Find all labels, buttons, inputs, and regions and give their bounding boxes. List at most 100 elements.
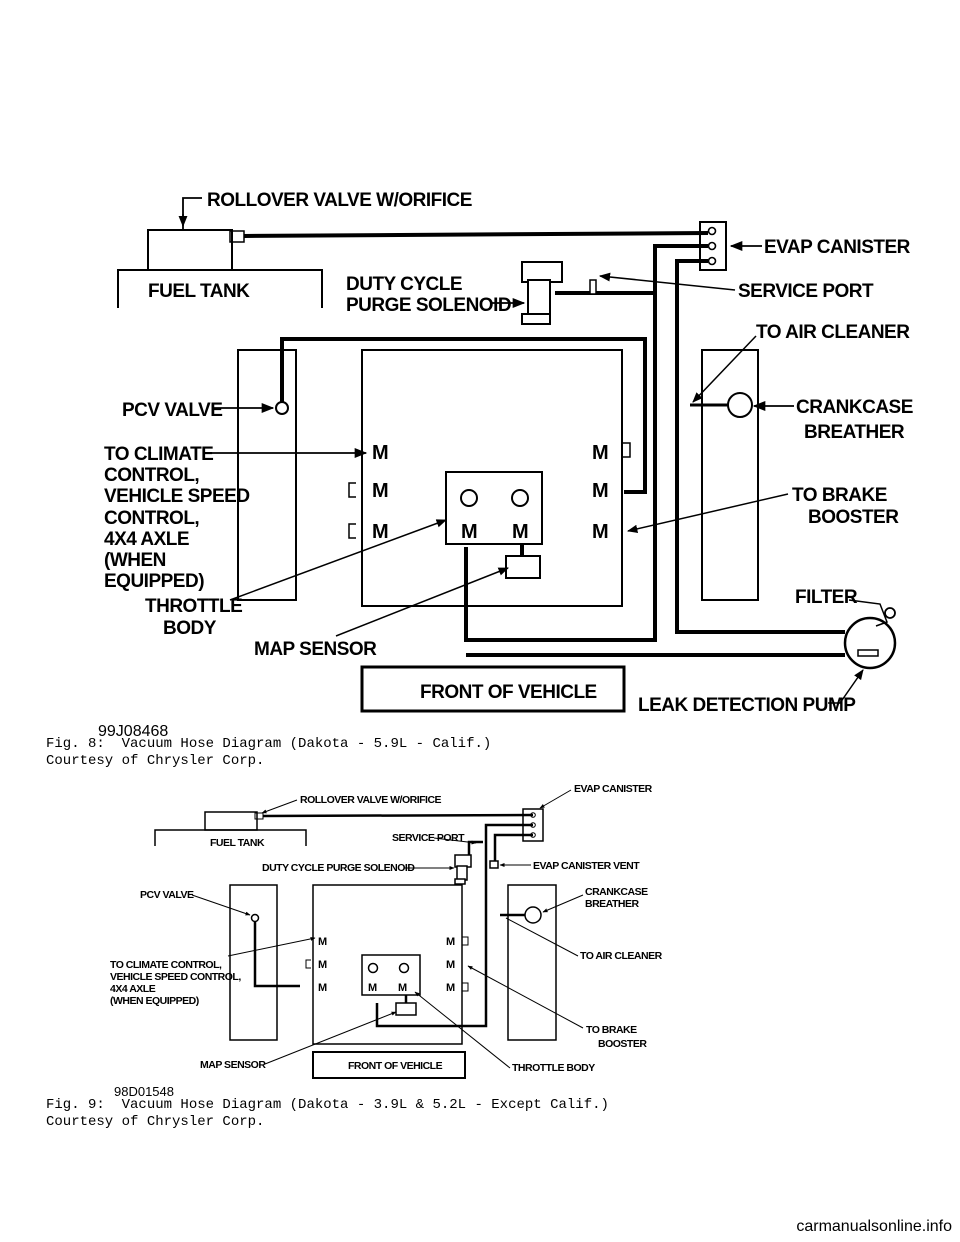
throttle-body [361, 954, 421, 996]
throttle-bore [460, 489, 478, 507]
climate-label-3: VEHICLE SPEED [104, 486, 250, 507]
port-caps [305, 936, 469, 992]
crankcase-label-1: CRANKCASE [585, 886, 648, 898]
map-sensor-label: MAP SENSOR [200, 1059, 266, 1071]
figure-9-diagram: FUEL TANK ROLLOVER VALVE W/ORIFICE EVAP … [110, 783, 663, 1099]
manifold-ports: M M M M M M [318, 936, 455, 994]
port-m: M [512, 521, 529, 543]
filter-label: FILTER [795, 587, 858, 608]
service-port-label: SERVICE PORT [392, 832, 465, 844]
port-m: M [446, 982, 455, 994]
brake-booster-label-2: BOOSTER [598, 1038, 647, 1050]
evap-canister-label: EVAP CANISTER [574, 783, 653, 795]
port-m: M [398, 982, 407, 994]
port-m: M [592, 521, 609, 543]
throttle-body [445, 471, 543, 545]
port-m: M [372, 442, 389, 464]
port-m: M [318, 959, 327, 971]
right-valve-cover [507, 884, 557, 1041]
front-of-vehicle-label: FRONT OF VEHICLE [348, 1060, 443, 1072]
purge-solenoid-label: PURGE SOLENOID [346, 295, 511, 316]
caption-line: Fig. 8: Vacuum Hose Diagram (Dakota - 5.… [46, 736, 492, 752]
fuel-tank-label: FUEL TANK [210, 837, 265, 849]
port-m: M [318, 982, 327, 994]
left-valve-cover [229, 884, 278, 1041]
brake-booster-label-1: TO BRAKE [792, 485, 887, 506]
duty-cycle-label: DUTY CYCLE PURGE SOLENOID [262, 862, 415, 874]
map-sensor-label: MAP SENSOR [254, 639, 377, 660]
pcv-valve-label: PCV VALVE [140, 889, 194, 901]
port-m: M [446, 959, 455, 971]
port-m: M [368, 982, 377, 994]
intake-manifold [361, 349, 623, 607]
map-sensor [395, 1002, 417, 1016]
brake-booster-label-1: TO BRAKE [586, 1024, 637, 1036]
climate-label-2: VEHICLE SPEED CONTROL, [110, 971, 241, 983]
port-caps [348, 442, 631, 539]
climate-label-3: 4X4 AXLE [110, 983, 156, 995]
throttle-bore [367, 962, 379, 974]
map-sensor [505, 555, 541, 579]
figure-8-caption: Fig. 8: Vacuum Hose Diagram (Dakota - 5.… [46, 736, 491, 770]
front-of-vehicle-box [312, 1051, 466, 1079]
crankcase-label-2: BREATHER [585, 898, 639, 910]
port-m: M [592, 442, 609, 464]
pcv-valve-label: PCV VALVE [122, 400, 222, 421]
watermark: carmanualsonline.info [796, 1218, 952, 1235]
climate-label-2: CONTROL, [104, 465, 199, 486]
fuel-tank [154, 811, 307, 846]
caption-line: Courtesy of Chrysler Corp. [46, 753, 265, 769]
evap-canister-label: EVAP CANISTER [764, 237, 911, 258]
climate-label-5: 4X4 AXLE [104, 529, 189, 550]
air-cleaner-label: TO AIR CLEANER [756, 322, 910, 343]
figure-code: 98D01548 [114, 1084, 174, 1099]
throttle-body-label: THROTTLE BODY [512, 1062, 595, 1074]
evap-vent-label: EVAP CANISTER VENT [533, 860, 640, 872]
figure-8-diagram: FUEL TANK ROLLOVER VALVE W/ORIFICE EVAP … [98, 190, 913, 740]
throttle-bore [398, 962, 410, 974]
climate-label-4: (WHEN EQUIPPED) [110, 995, 199, 1007]
rollover-valve-leader [182, 197, 202, 230]
leak-pump-label: LEAK DETECTION PUMP [638, 695, 856, 716]
crankcase-label-1: CRANKCASE [796, 397, 913, 418]
crankcase-label-2: BREATHER [804, 422, 905, 443]
throttle-label-1: THROTTLE [145, 596, 242, 617]
fuel-tank [117, 229, 323, 308]
intake-manifold [312, 884, 463, 1045]
port-m: M [592, 480, 609, 502]
service-port-label: SERVICE PORT [738, 281, 874, 302]
purge-solenoid [454, 854, 499, 885]
front-of-vehicle-box [360, 665, 626, 713]
front-of-vehicle-label: FRONT OF VEHICLE [420, 682, 597, 703]
climate-label-1: TO CLIMATE [104, 444, 213, 465]
port-m: M [461, 521, 478, 543]
throttle-bore [511, 489, 529, 507]
leak-detection-pump [843, 616, 897, 670]
fig8-hoses [243, 231, 845, 657]
fuel-tank-label: FUEL TANK [148, 281, 250, 302]
climate-label-1: TO CLIMATE CONTROL, [110, 959, 222, 971]
duty-cycle-label: DUTY CYCLE [346, 274, 462, 295]
pcv-valve [275, 401, 289, 415]
filter [884, 607, 896, 619]
purge-solenoid [521, 261, 597, 325]
left-valve-cover [237, 349, 297, 601]
rollover-valve-label: ROLLOVER VALVE W/ORIFICE [300, 794, 442, 806]
manifold-ports: M M M M M M [372, 442, 609, 543]
port-m: M [318, 936, 327, 948]
port-m: M [372, 521, 389, 543]
climate-label-6: (WHEN [104, 550, 166, 571]
figure-9-caption: Fig. 9: Vacuum Hose Diagram (Dakota - 3.… [46, 1097, 609, 1131]
fig9-hoses [253, 813, 534, 1028]
port-m: M [446, 936, 455, 948]
air-cleaner-label: TO AIR CLEANER [580, 950, 663, 962]
brake-booster-label-2: BOOSTER [808, 507, 899, 528]
right-valve-cover [701, 349, 759, 601]
climate-label-7: EQUIPPED) [104, 571, 204, 592]
pcv-valve [250, 913, 260, 923]
crankcase-breather [727, 392, 753, 418]
port-m: M [372, 480, 389, 502]
throttle-label-2: BODY [163, 618, 217, 639]
crankcase-breather [524, 906, 542, 924]
